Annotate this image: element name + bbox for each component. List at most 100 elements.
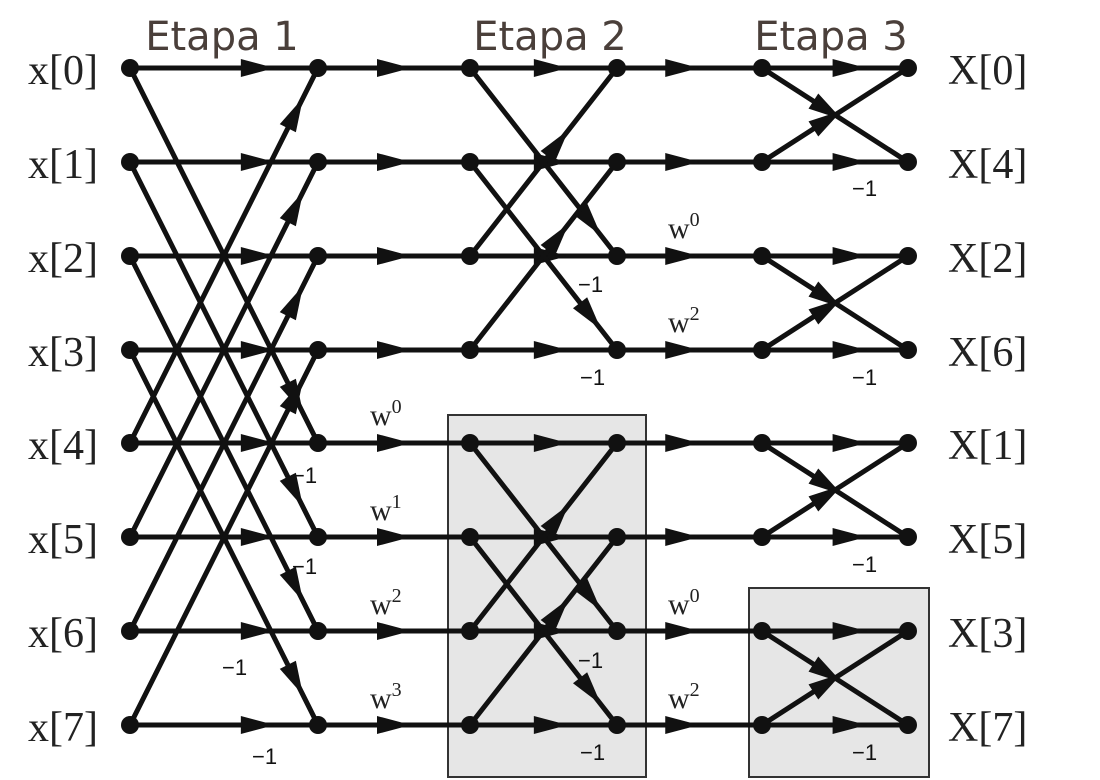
- flow-wire: [127, 65, 321, 446]
- negation-label: −1: [852, 740, 877, 765]
- flow-arrowhead: [540, 598, 569, 632]
- flow-arrowhead: [665, 153, 700, 171]
- signal-node: [121, 59, 139, 77]
- flow-arrowhead: [572, 297, 602, 330]
- output-label: X[7]: [948, 705, 1027, 751]
- flow-arrowhead: [279, 566, 304, 602]
- input-label: x[5]: [28, 517, 98, 563]
- flow-arrowhead: [279, 97, 304, 133]
- flow-arrowhead: [540, 223, 569, 257]
- output-label: X[6]: [948, 330, 1027, 376]
- signal-node: [899, 622, 917, 640]
- input-label: x[7]: [28, 705, 98, 751]
- flow-arrowhead: [377, 59, 411, 77]
- signal-node: [899, 153, 917, 171]
- flow-arrowhead: [832, 341, 867, 359]
- flow-arrowhead: [240, 622, 275, 640]
- signal-node: [461, 247, 479, 265]
- output-label: X[1]: [948, 423, 1027, 469]
- output-label: X[0]: [948, 48, 1027, 94]
- flow-arrowhead: [240, 153, 275, 171]
- signal-node: [461, 528, 479, 546]
- signal-flow-nodes: [121, 59, 917, 734]
- signal-node: [753, 59, 771, 77]
- signal-node: [309, 341, 327, 359]
- flow-arrowhead: [240, 247, 275, 265]
- signal-node: [309, 59, 327, 77]
- flow-arrowhead: [665, 716, 700, 734]
- flow-arrowhead: [377, 247, 411, 265]
- flow-arrowhead: [533, 59, 568, 77]
- signal-node: [608, 341, 626, 359]
- signal-node: [309, 247, 327, 265]
- flow-arrowhead: [279, 285, 304, 321]
- flow-arrowhead: [832, 528, 867, 546]
- negation-label: −1: [852, 365, 877, 390]
- signal-node: [461, 59, 479, 77]
- signal-node: [608, 153, 626, 171]
- signal-node: [753, 341, 771, 359]
- signal-node: [899, 716, 917, 734]
- output-label: X[5]: [948, 517, 1027, 563]
- flow-arrowhead: [240, 341, 275, 359]
- output-label: X[3]: [948, 611, 1027, 657]
- flow-arrowhead: [377, 716, 411, 734]
- flow-wire: [467, 65, 620, 259]
- negation-label: −1: [580, 365, 605, 390]
- flow-arrowhead: [240, 434, 275, 452]
- signal-node: [753, 247, 771, 265]
- signal-node: [899, 528, 917, 546]
- signal-node: [309, 716, 327, 734]
- signal-node: [121, 153, 139, 171]
- flow-wire: [467, 534, 620, 728]
- input-label: x[1]: [28, 142, 98, 188]
- flow-arrowhead: [279, 379, 304, 415]
- negation-label: −1: [578, 648, 603, 673]
- flow-arrowhead: [665, 341, 700, 359]
- input-label: x[6]: [28, 611, 98, 657]
- flow-arrowhead: [832, 59, 867, 77]
- signal-node: [461, 622, 479, 640]
- signal-node: [899, 59, 917, 77]
- twiddle-label: w3: [370, 679, 402, 715]
- flow-arrowhead: [377, 341, 411, 359]
- flow-arrowhead: [533, 716, 568, 734]
- flow-arrowhead: [240, 59, 275, 77]
- flow-arrowhead: [279, 472, 304, 508]
- flow-arrowhead: [665, 59, 700, 77]
- signal-node: [121, 247, 139, 265]
- flow-arrowhead: [572, 672, 602, 705]
- flow-arrowhead: [240, 716, 275, 734]
- stage-title-1: Etapa 1: [145, 14, 299, 60]
- stage-title-2: Etapa 2: [473, 14, 627, 60]
- signal-node: [753, 434, 771, 452]
- flow-arrowhead: [240, 528, 275, 546]
- output-label: X[2]: [948, 236, 1027, 282]
- flow-arrowhead: [665, 434, 700, 452]
- flow-arrowhead: [377, 622, 411, 640]
- negation-label: −1: [222, 655, 247, 680]
- signal-node: [753, 528, 771, 546]
- signal-node: [309, 153, 327, 171]
- flow-arrowhead: [832, 434, 867, 452]
- twiddle-label: w2: [668, 303, 700, 339]
- signal-node: [753, 622, 771, 640]
- signal-node: [608, 622, 626, 640]
- signal-node: [899, 247, 917, 265]
- flow-arrowhead: [533, 341, 568, 359]
- input-label: x[0]: [28, 48, 98, 94]
- signal-node: [461, 716, 479, 734]
- signal-node: [121, 434, 139, 452]
- signal-node: [461, 153, 479, 171]
- flow-arrowhead: [832, 153, 867, 171]
- stage-title-3: Etapa 3: [754, 14, 908, 60]
- signal-node: [608, 528, 626, 546]
- flow-arrowhead: [808, 298, 842, 325]
- signal-node: [121, 341, 139, 359]
- flow-wire: [467, 440, 620, 634]
- flow-arrowhead: [832, 247, 867, 265]
- flow-arrowhead: [377, 528, 411, 546]
- flow-arrowhead: [279, 660, 304, 696]
- flow-wire: [127, 347, 321, 728]
